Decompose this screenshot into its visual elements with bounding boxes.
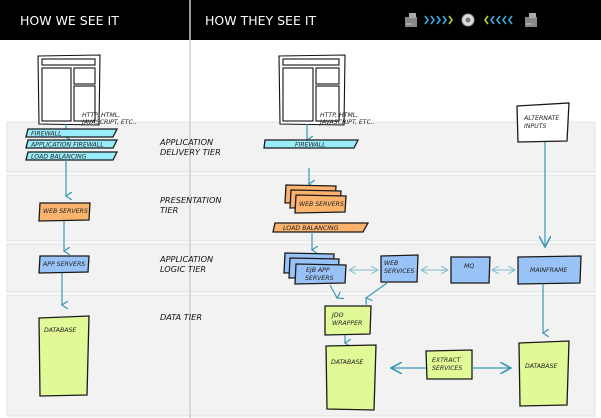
- svg-text:DATABASE: DATABASE: [331, 359, 363, 366]
- tier-label: TIER: [160, 205, 178, 215]
- svg-text:FIREWALL: FIREWALL: [31, 131, 62, 138]
- svg-text:WEB SERVERS: WEB SERVERS: [299, 201, 344, 208]
- firewall-box: FIREWALL: [263, 139, 360, 149]
- svg-text:JDO: JDO: [330, 312, 344, 319]
- svg-text:EXTRACT: EXTRACT: [432, 357, 462, 364]
- application-firewall-box: APPLICATION FIREWALL: [25, 139, 119, 149]
- database-alt-box: DATABASE: [518, 340, 570, 407]
- right-title: HOW THEY SEE IT: [205, 13, 317, 28]
- svg-text:LOAD BALANCING: LOAD BALANCING: [31, 154, 87, 161]
- chevrons-right-icon: [424, 15, 453, 25]
- web-servers-box: WEB SERVERS: [38, 202, 91, 222]
- left-title: HOW WE SEE IT: [20, 13, 119, 28]
- tier-label: APPLICATION: [159, 137, 213, 147]
- svg-text:WEB: WEB: [384, 260, 398, 267]
- svg-text:SERVICES: SERVICES: [384, 268, 414, 275]
- load-balancing-box: LOAD BALANCING: [272, 222, 370, 233]
- gear-circle-icon: [461, 13, 475, 27]
- svg-text:APP SERVERS: APP SERVERS: [42, 261, 85, 268]
- database-box: DATABASE: [38, 315, 90, 397]
- app-servers-box: APP SERVERS: [38, 255, 90, 274]
- protocol-label: JAVASCRIPT, ETC..: [80, 119, 137, 126]
- svg-text:ALTERNATE: ALTERNATE: [523, 115, 559, 122]
- load-balancing-box: LOAD BALANCING: [25, 151, 119, 161]
- tier-label: LOGIC TIER: [160, 264, 206, 274]
- svg-text:MQ: MQ: [464, 263, 474, 270]
- svg-text:SERVERS: SERVERS: [305, 275, 334, 282]
- dev-icon: DEV: [525, 13, 537, 27]
- mq-box: MQ: [450, 256, 491, 284]
- ops-icon: OPS: [405, 13, 417, 27]
- svg-text:DEV: DEV: [526, 22, 533, 26]
- protocol-label: JAVASCRIPT, ETC..: [318, 119, 375, 126]
- svg-text:SERVICES: SERVICES: [432, 365, 462, 372]
- svg-text:DATABASE: DATABASE: [525, 363, 557, 370]
- tier-label: APPLICATION: [159, 254, 213, 264]
- browser-window-icon: [278, 54, 346, 126]
- svg-text:EJB APP: EJB APP: [306, 267, 330, 274]
- svg-text:FIREWALL: FIREWALL: [295, 142, 326, 149]
- database-main-box: DATABASE: [325, 344, 377, 411]
- svg-text:APPLICATION FIREWALL: APPLICATION FIREWALL: [30, 142, 104, 149]
- chevrons-left-icon: [484, 15, 513, 25]
- tier-label: DELIVERY TIER: [160, 147, 221, 157]
- svg-text:DATABASE: DATABASE: [44, 327, 76, 334]
- browser-window-icon: [37, 54, 101, 126]
- tier-label: PRESENTATION: [160, 195, 222, 205]
- firewall-box: FIREWALL: [25, 128, 119, 138]
- tier-label: DATA TIER: [160, 312, 202, 322]
- tier-band-data: [6, 294, 596, 417]
- svg-text:INPUTS: INPUTS: [524, 123, 546, 130]
- header-bar: [0, 0, 601, 40]
- svg-text:WRAPPER: WRAPPER: [332, 320, 362, 327]
- svg-text:OPS: OPS: [406, 22, 412, 26]
- protocol-label: HTTP, HTML,: [82, 112, 120, 119]
- protocol-label: HTTP, HTML,: [320, 112, 358, 119]
- svg-text:MAINFRAME: MAINFRAME: [530, 267, 567, 274]
- svg-text:WEB SERVERS: WEB SERVERS: [43, 208, 88, 215]
- mainframe-box: MAINFRAME: [517, 255, 582, 285]
- svg-text:LOAD BALANCING: LOAD BALANCING: [283, 225, 339, 232]
- web-servers-stack: WEB SERVERS: [284, 184, 347, 214]
